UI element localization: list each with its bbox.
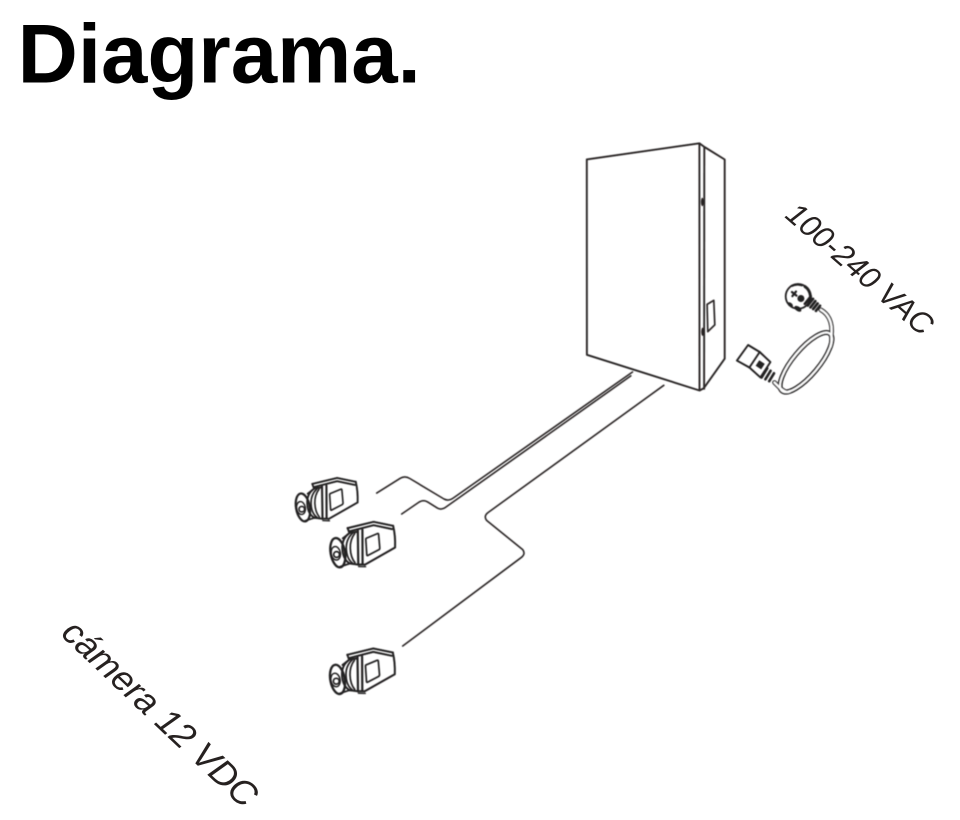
svg-text:cámera 12 VDC: cámera 12 VDC	[54, 611, 266, 815]
svg-text:100-240 VAC: 100-240 VAC	[779, 196, 941, 343]
svg-text:Diagrama.: Diagrama.	[18, 8, 421, 101]
